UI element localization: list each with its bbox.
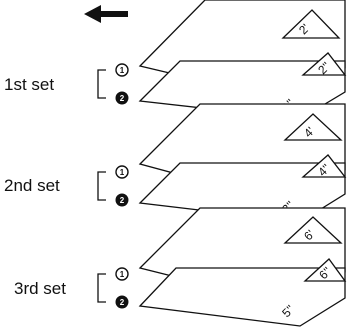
set-2: 2nd set 1 2 4' 3' 4'' 3'': [4, 103, 347, 223]
set-3-label: 3rd set: [14, 279, 66, 298]
set-1-badge-1: 1: [115, 63, 129, 77]
set-3-badge-2: 2: [115, 295, 129, 309]
set-2-label: 2nd set: [4, 176, 60, 195]
left-arrow-icon: [84, 5, 128, 23]
set-1-badge-2: 2: [115, 91, 129, 105]
svg-text:2: 2: [120, 94, 125, 103]
set-3-bracket: [97, 273, 106, 303]
set-2-badge-2: 2: [115, 193, 129, 207]
set-3: 3rd set 1 2 6' 5' 6'' 5'': [14, 207, 347, 327]
svg-text:1: 1: [120, 168, 125, 177]
svg-text:1: 1: [120, 66, 125, 75]
svg-text:1: 1: [120, 270, 125, 279]
set-2-sheet-2: 4'' 3'': [138, 154, 347, 223]
set-2-bracket: [97, 171, 106, 201]
set-2-badge-1: 1: [115, 165, 129, 179]
set-3-badge-1: 1: [115, 267, 129, 281]
set-1-label: 1st set: [4, 75, 54, 94]
set-3-sheet-2: 6'' 5'': [138, 258, 347, 327]
set-1-bracket: [97, 69, 106, 99]
svg-text:2: 2: [120, 196, 125, 205]
set-1: 1st set 1 2 2' 1' 2'' 1'': [4, 0, 347, 120]
svg-text:2: 2: [120, 298, 125, 307]
